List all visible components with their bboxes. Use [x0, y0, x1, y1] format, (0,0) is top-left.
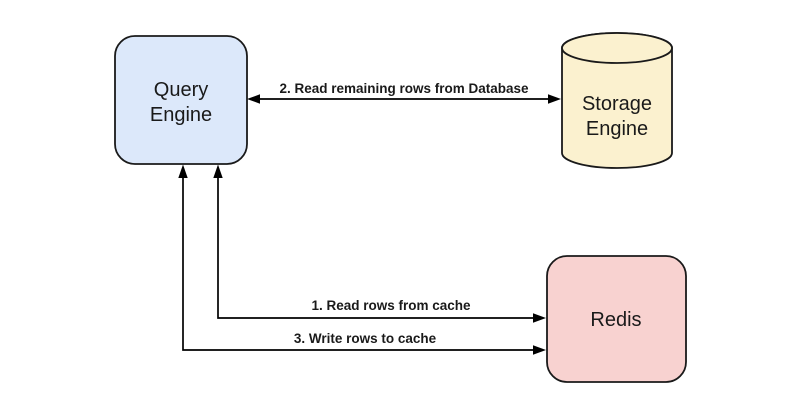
- edge-label-write-rows-to-cache: 3. Write rows to cache: [294, 331, 437, 346]
- query-engine-box: [114, 35, 248, 165]
- arrowhead-up-into-query-engine-1: [213, 164, 223, 178]
- storage-engine-label-line1: Storage: [582, 93, 652, 115]
- edge-read-rows-from-cache: 1. Read rows from cache: [213, 164, 546, 323]
- edge-label-read-rows-from-cache: 1. Read rows from cache: [311, 298, 471, 313]
- arrowhead-left-into-query-engine: [247, 94, 260, 104]
- arrowhead-right-into-storage-engine: [548, 94, 561, 104]
- storage-engine-label-line2: Engine: [586, 118, 648, 140]
- query-engine-label-line1: Query: [154, 79, 208, 101]
- storage-engine-node: Storage Engine: [561, 32, 673, 169]
- query-engine-node: Query Engine: [114, 35, 248, 165]
- redis-node: Redis: [546, 255, 687, 383]
- arrowhead-right-into-redis-2: [533, 345, 546, 355]
- edge-read-from-database: 2. Read remaining rows from Database: [247, 81, 561, 104]
- edge-label-read-from-database: 2. Read remaining rows from Database: [279, 81, 529, 96]
- arrowhead-right-into-redis-1: [533, 313, 546, 323]
- redis-box: [546, 255, 687, 383]
- edge-read-cache-line: [217, 177, 535, 319]
- edge-write-cache-line: [182, 177, 535, 351]
- arrowhead-up-into-query-engine-2: [178, 164, 188, 178]
- edge-write-rows-to-cache: 3. Write rows to cache: [178, 164, 546, 355]
- storage-engine-cylinder-top: [561, 32, 673, 64]
- redis-label: Redis: [590, 309, 641, 331]
- query-engine-label-line2: Engine: [150, 104, 212, 126]
